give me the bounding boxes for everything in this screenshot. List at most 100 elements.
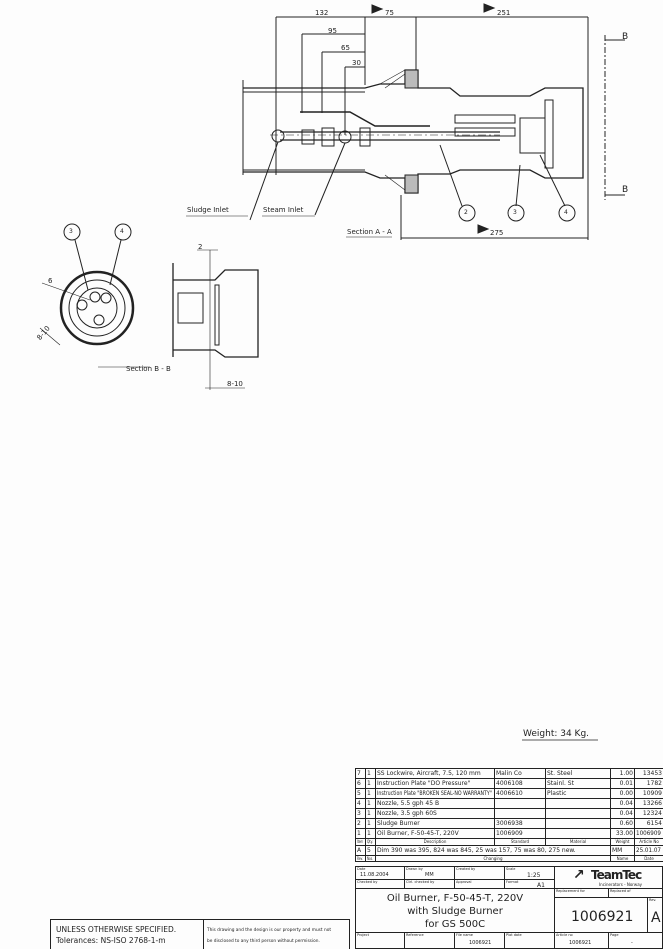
fit-text: 1 [367, 810, 371, 817]
scale-value: 1:25 [527, 872, 541, 879]
fit-text: Sludge Burner [377, 820, 420, 827]
dim-label: 75 [385, 9, 394, 17]
fit-text: Oil Burner, F-50-45-T, 220V [377, 830, 459, 837]
fit-text: Description [423, 839, 447, 844]
section-b-b-label: Section B - B [126, 365, 171, 373]
table-cell: 13453 [634, 768, 663, 779]
table-cell: 4 [355, 798, 366, 809]
fit-text: 6154 [646, 820, 662, 827]
fit-text: 1.00 [619, 770, 633, 777]
table-cell: MM [610, 845, 635, 856]
table-cell: 6 [355, 778, 366, 789]
section-a-a-label: Section A - A [347, 228, 392, 236]
approved-label: Approval [456, 880, 472, 884]
fit-text: 1 [367, 800, 371, 807]
fit-text: 1 [367, 780, 371, 787]
tolerance-line: Tolerances: NS-ISO 2768-1-m [56, 935, 198, 946]
table-cell: Nozzle, 5.5 gph 45 B [375, 798, 495, 809]
fit-text: Nos. [367, 856, 373, 861]
fit-text: This drawing and the design is our prope… [207, 928, 332, 933]
weight-label: Weight: 34 Kg. [523, 729, 590, 739]
fit-text: 4006610 [496, 790, 523, 797]
fit-text: 13453 [642, 770, 662, 777]
dim-label: 8-10 [227, 380, 243, 388]
fit-text: 10909 [642, 790, 662, 797]
article-value: 1006921 [569, 940, 592, 946]
fit-text: Instruction Plate "BROKEN SEAL-NO WARRAN… [377, 790, 492, 797]
dim-label: 6 [48, 277, 53, 285]
table-cell: A [355, 845, 366, 856]
fit-text: be disclosed to any third person without… [207, 939, 320, 944]
table-cell: Material [545, 838, 611, 846]
dim-label: 275 [490, 229, 504, 237]
table-cell: 2 [355, 818, 366, 829]
steam-inlet-label: Steam Inlet [263, 206, 304, 214]
table-cell: Plastic [545, 788, 611, 799]
ctrl-label: Ctrl. checked by [406, 880, 435, 884]
table-cell: 1 [355, 828, 366, 839]
scale-label: Scale [506, 867, 516, 871]
table-cell: 0.04 [610, 798, 635, 809]
fit-text: Malin Co [496, 770, 522, 777]
table-cell: 5 [365, 845, 376, 856]
fit-text: 1 [367, 820, 371, 827]
balloon-label: 2 [464, 209, 468, 216]
fit-text: A [357, 847, 362, 854]
property-note: This drawing and the design is our prope… [203, 919, 350, 949]
company-name: TeamTec [591, 868, 642, 882]
table-cell: Description [375, 838, 495, 846]
fit-text: 13266 [642, 800, 662, 807]
dim-label: 95 [328, 27, 337, 35]
table-cell: 10909 [634, 788, 663, 799]
fit-text: Dim 390 was 395, 824 was 845, 25 was 157… [377, 847, 576, 854]
dim-label: 30 [352, 59, 361, 67]
table-cell: 25.01.07 [634, 845, 663, 856]
table-cell: 33.00 [610, 828, 635, 839]
drawn-label: Drawn by [406, 867, 423, 871]
title-line: for GS 500C [424, 919, 486, 930]
fit-text: Changing [483, 856, 503, 861]
table-cell: Malin Co [494, 768, 546, 779]
table-cell: 0.01 [610, 778, 635, 789]
fit-text: 25.01.07 [636, 847, 662, 854]
fit-text: 4006108 [496, 780, 523, 787]
table-cell: Changing [375, 855, 611, 862]
table-cell: Instruction Plate "DO Pressure" [375, 778, 495, 789]
table-cell: St. Steel [545, 768, 611, 779]
fit-text: 0.01 [619, 780, 633, 787]
replaced-label: Replaced of [610, 889, 631, 893]
table-cell: 0.60 [610, 818, 635, 829]
fit-text: MM [612, 847, 623, 854]
page-value: - [631, 940, 633, 946]
fit-text: 3006938 [496, 820, 523, 827]
fit-text: 2 [357, 820, 361, 827]
table-cell: 3006938 [494, 818, 546, 829]
fit-text: Rev. [357, 856, 363, 861]
fit-text: Nozzle, 5.5 gph 45 B [377, 800, 440, 807]
table-cell: 6154 [634, 818, 663, 829]
section-a-a-view [186, 3, 625, 240]
table-cell: 4006108 [494, 778, 546, 789]
fit-text: Name [616, 856, 629, 861]
table-cell: Oil Burner, F-50-45-T, 220V [375, 828, 495, 839]
table-cell: Sludge Burner [375, 818, 495, 829]
fit-text: 5 [357, 790, 361, 797]
table-cell: 1 [365, 798, 376, 809]
table-cell: 12324 [634, 808, 663, 819]
section-marker: B [622, 185, 629, 195]
fit-text: Standard [510, 839, 530, 844]
fit-text: UNLESS OTHERWISE SPECIFIED. [56, 925, 177, 934]
company-logo: ↗ TeamTec Incinerators - Norway [554, 866, 663, 889]
table-cell: 1782 [634, 778, 663, 789]
dim-label: 65 [341, 44, 350, 52]
fit-text: 12324 [642, 810, 662, 817]
